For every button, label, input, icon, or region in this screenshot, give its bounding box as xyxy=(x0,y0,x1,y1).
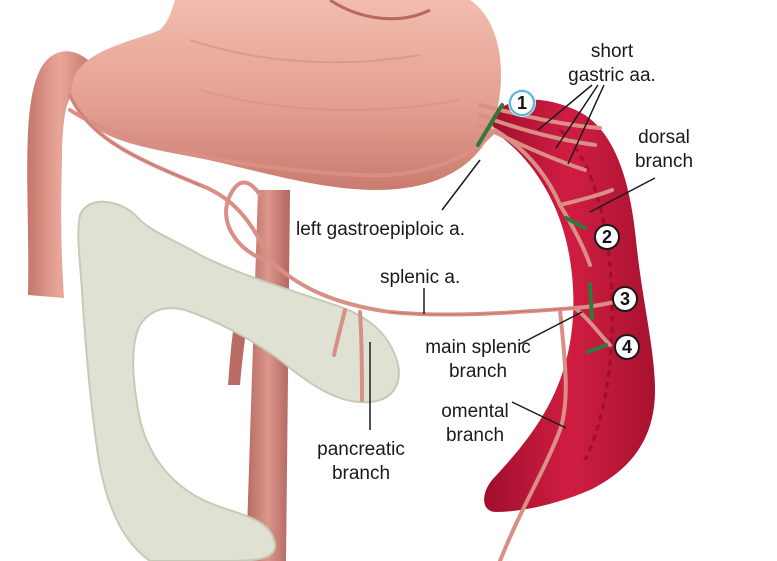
esophagus xyxy=(27,51,92,298)
ligature-2 xyxy=(564,216,587,230)
label-left-gastroepiploic: left gastroepiploic a. xyxy=(296,219,465,240)
label-pancreatic-branch: pancreatic branch xyxy=(317,439,405,484)
short-gastric-artery-3 xyxy=(478,123,587,172)
marker-4: 4 xyxy=(614,334,640,360)
stomach xyxy=(71,0,502,190)
marker-3: 3 xyxy=(612,286,638,312)
ligature-4 xyxy=(586,343,608,354)
marker-2: 2 xyxy=(594,224,620,250)
pancreatic-artery-1 xyxy=(358,310,364,402)
ligature-3 xyxy=(588,282,594,320)
ligatures xyxy=(476,103,608,354)
label-dorsal-branch: dorsal branch xyxy=(634,127,694,172)
marker-1: 1 xyxy=(509,90,535,116)
short-gastric-artery-1 xyxy=(478,103,602,130)
pancreas xyxy=(77,200,400,561)
pancreatic-artery-2 xyxy=(332,308,347,357)
label-omental-branch: omental branch xyxy=(441,401,509,446)
label-short-gastric: short gastric aa. xyxy=(568,41,656,86)
label-splenic-artery: splenic a. xyxy=(380,267,461,288)
spleen xyxy=(484,99,655,512)
main-splenic-branch-artery xyxy=(573,306,612,347)
label-main-splenic-branch: main splenic branch xyxy=(425,337,531,382)
dorsal-branch-artery xyxy=(558,188,614,207)
gastric-artery xyxy=(224,180,267,262)
aorta xyxy=(246,190,290,561)
omental-branch-artery xyxy=(498,308,568,561)
ligature-1 xyxy=(476,103,504,147)
leader-lines xyxy=(369,84,656,430)
